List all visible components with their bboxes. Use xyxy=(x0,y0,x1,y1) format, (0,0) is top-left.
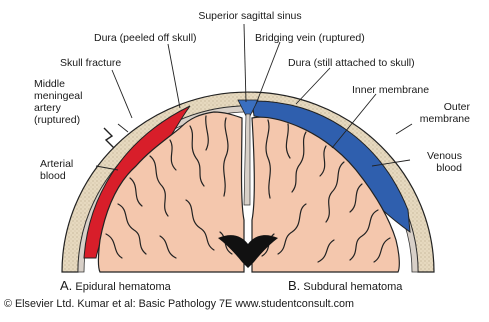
copyright-credit: © Elsevier Ltd. Kumar et al: Basic Patho… xyxy=(4,298,486,310)
caption-letter: A. xyxy=(60,278,72,293)
label-outer-membrane: Outer membrane xyxy=(410,101,470,125)
label-line: meningeal xyxy=(34,90,82,102)
label-line: blood xyxy=(400,162,462,174)
label-arterial-blood: Arterial blood xyxy=(40,158,73,182)
label-superior-sagittal-sinus: Superior sagittal sinus xyxy=(185,10,315,22)
label-line: Middle xyxy=(34,78,82,90)
skull-fracture xyxy=(104,128,114,148)
label-middle-meningeal-artery: Middle meningeal artery (ruptured) xyxy=(34,78,82,126)
falx xyxy=(244,114,250,205)
label-inner-membrane: Inner membrane xyxy=(352,84,429,96)
caption-text: Epidural hematoma xyxy=(75,281,170,293)
label-line: artery xyxy=(34,102,82,114)
label-dura-attached: Dura (still attached to skull) xyxy=(288,57,415,69)
left-hemisphere xyxy=(99,112,245,272)
label-line: membrane xyxy=(410,113,470,125)
label-line: Arterial xyxy=(40,158,73,170)
label-venous-blood: Venous blood xyxy=(400,150,462,174)
label-line: (ruptured) xyxy=(34,114,82,126)
label-bridging-vein: Bridging vein (ruptured) xyxy=(255,32,365,44)
caption-epidural: A. Epidural hematoma xyxy=(60,278,171,293)
caption-subdural: B. Subdural hematoma xyxy=(288,278,402,293)
label-line: Venous xyxy=(400,150,462,162)
label-line: blood xyxy=(40,170,73,182)
label-skull-fracture: Skull fracture xyxy=(60,57,121,69)
caption-letter: B. xyxy=(288,278,300,293)
label-line: Outer xyxy=(410,101,470,113)
caption-text: Subdural hematoma xyxy=(303,281,402,293)
label-dura-peeled: Dura (peeled off skull) xyxy=(94,32,197,44)
